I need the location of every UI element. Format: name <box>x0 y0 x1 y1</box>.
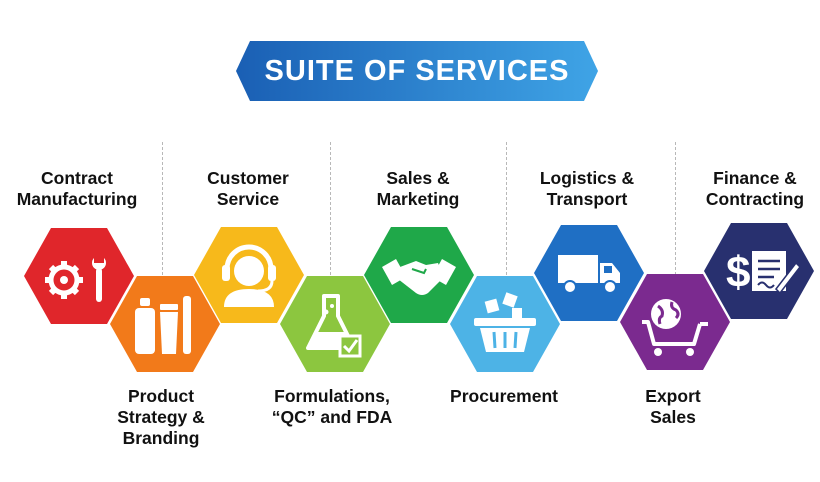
column-divider <box>162 142 163 310</box>
gear-wrench-icon <box>45 258 106 302</box>
svg-text:$: $ <box>726 248 750 297</box>
hex-export-sales <box>620 274 730 370</box>
label-contract-manufacturing: Contract Manufacturing <box>16 168 138 209</box>
column-divider <box>675 142 676 310</box>
hex-logistics <box>534 225 644 321</box>
delivery-truck-icon <box>558 255 620 294</box>
label-customer-service: Customer Service <box>207 168 289 209</box>
headset-agent-icon <box>222 244 276 307</box>
label-formulations: Formulations, “QC” and FDA <box>271 386 393 427</box>
hex-contract-manufacturing <box>24 228 134 324</box>
globe-cart-icon <box>642 299 708 356</box>
banner-shape <box>236 41 598 101</box>
dollar-contract-icon: $ <box>726 248 801 297</box>
label-procurement: Procurement <box>450 386 558 406</box>
label-export-sales: Export Sales <box>645 386 701 427</box>
title-banner: SUITE OF SERVICES <box>236 41 598 101</box>
hex-procurement <box>450 276 560 372</box>
column-divider <box>330 142 331 310</box>
hex-formulations <box>280 276 390 372</box>
flask-check-icon <box>306 294 362 358</box>
handshake-icon <box>382 259 456 295</box>
hex-sales-marketing <box>364 227 474 323</box>
label-logistics: Logistics & Transport <box>539 168 635 209</box>
cosmetic-bottles-icon <box>135 296 191 354</box>
page-title: SUITE OF SERVICES <box>264 54 570 87</box>
label-product-strategy: Product Strategy & Branding <box>117 386 205 448</box>
shopping-basket-icon <box>474 292 536 352</box>
label-sales-marketing: Sales & Marketing <box>376 168 460 209</box>
hex-finance: $ <box>704 223 814 319</box>
label-finance: Finance & Contracting <box>705 168 805 209</box>
hex-customer-service <box>194 227 304 323</box>
hex-product-strategy <box>110 276 220 372</box>
column-divider <box>506 142 507 310</box>
